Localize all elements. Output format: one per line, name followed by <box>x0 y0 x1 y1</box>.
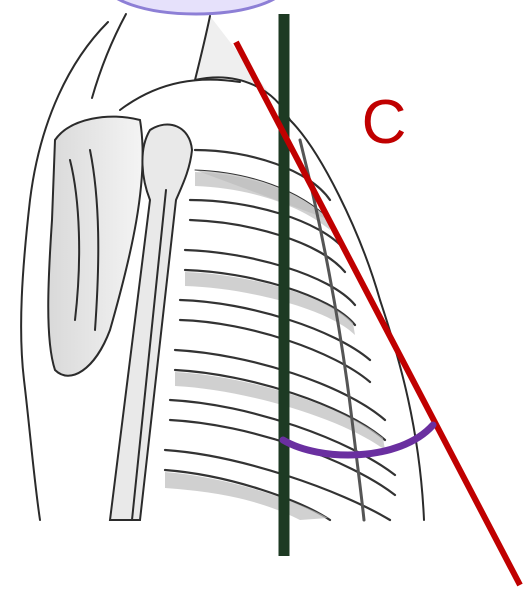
angle-label: C <box>362 88 407 157</box>
head-oval-icon <box>104 0 288 14</box>
